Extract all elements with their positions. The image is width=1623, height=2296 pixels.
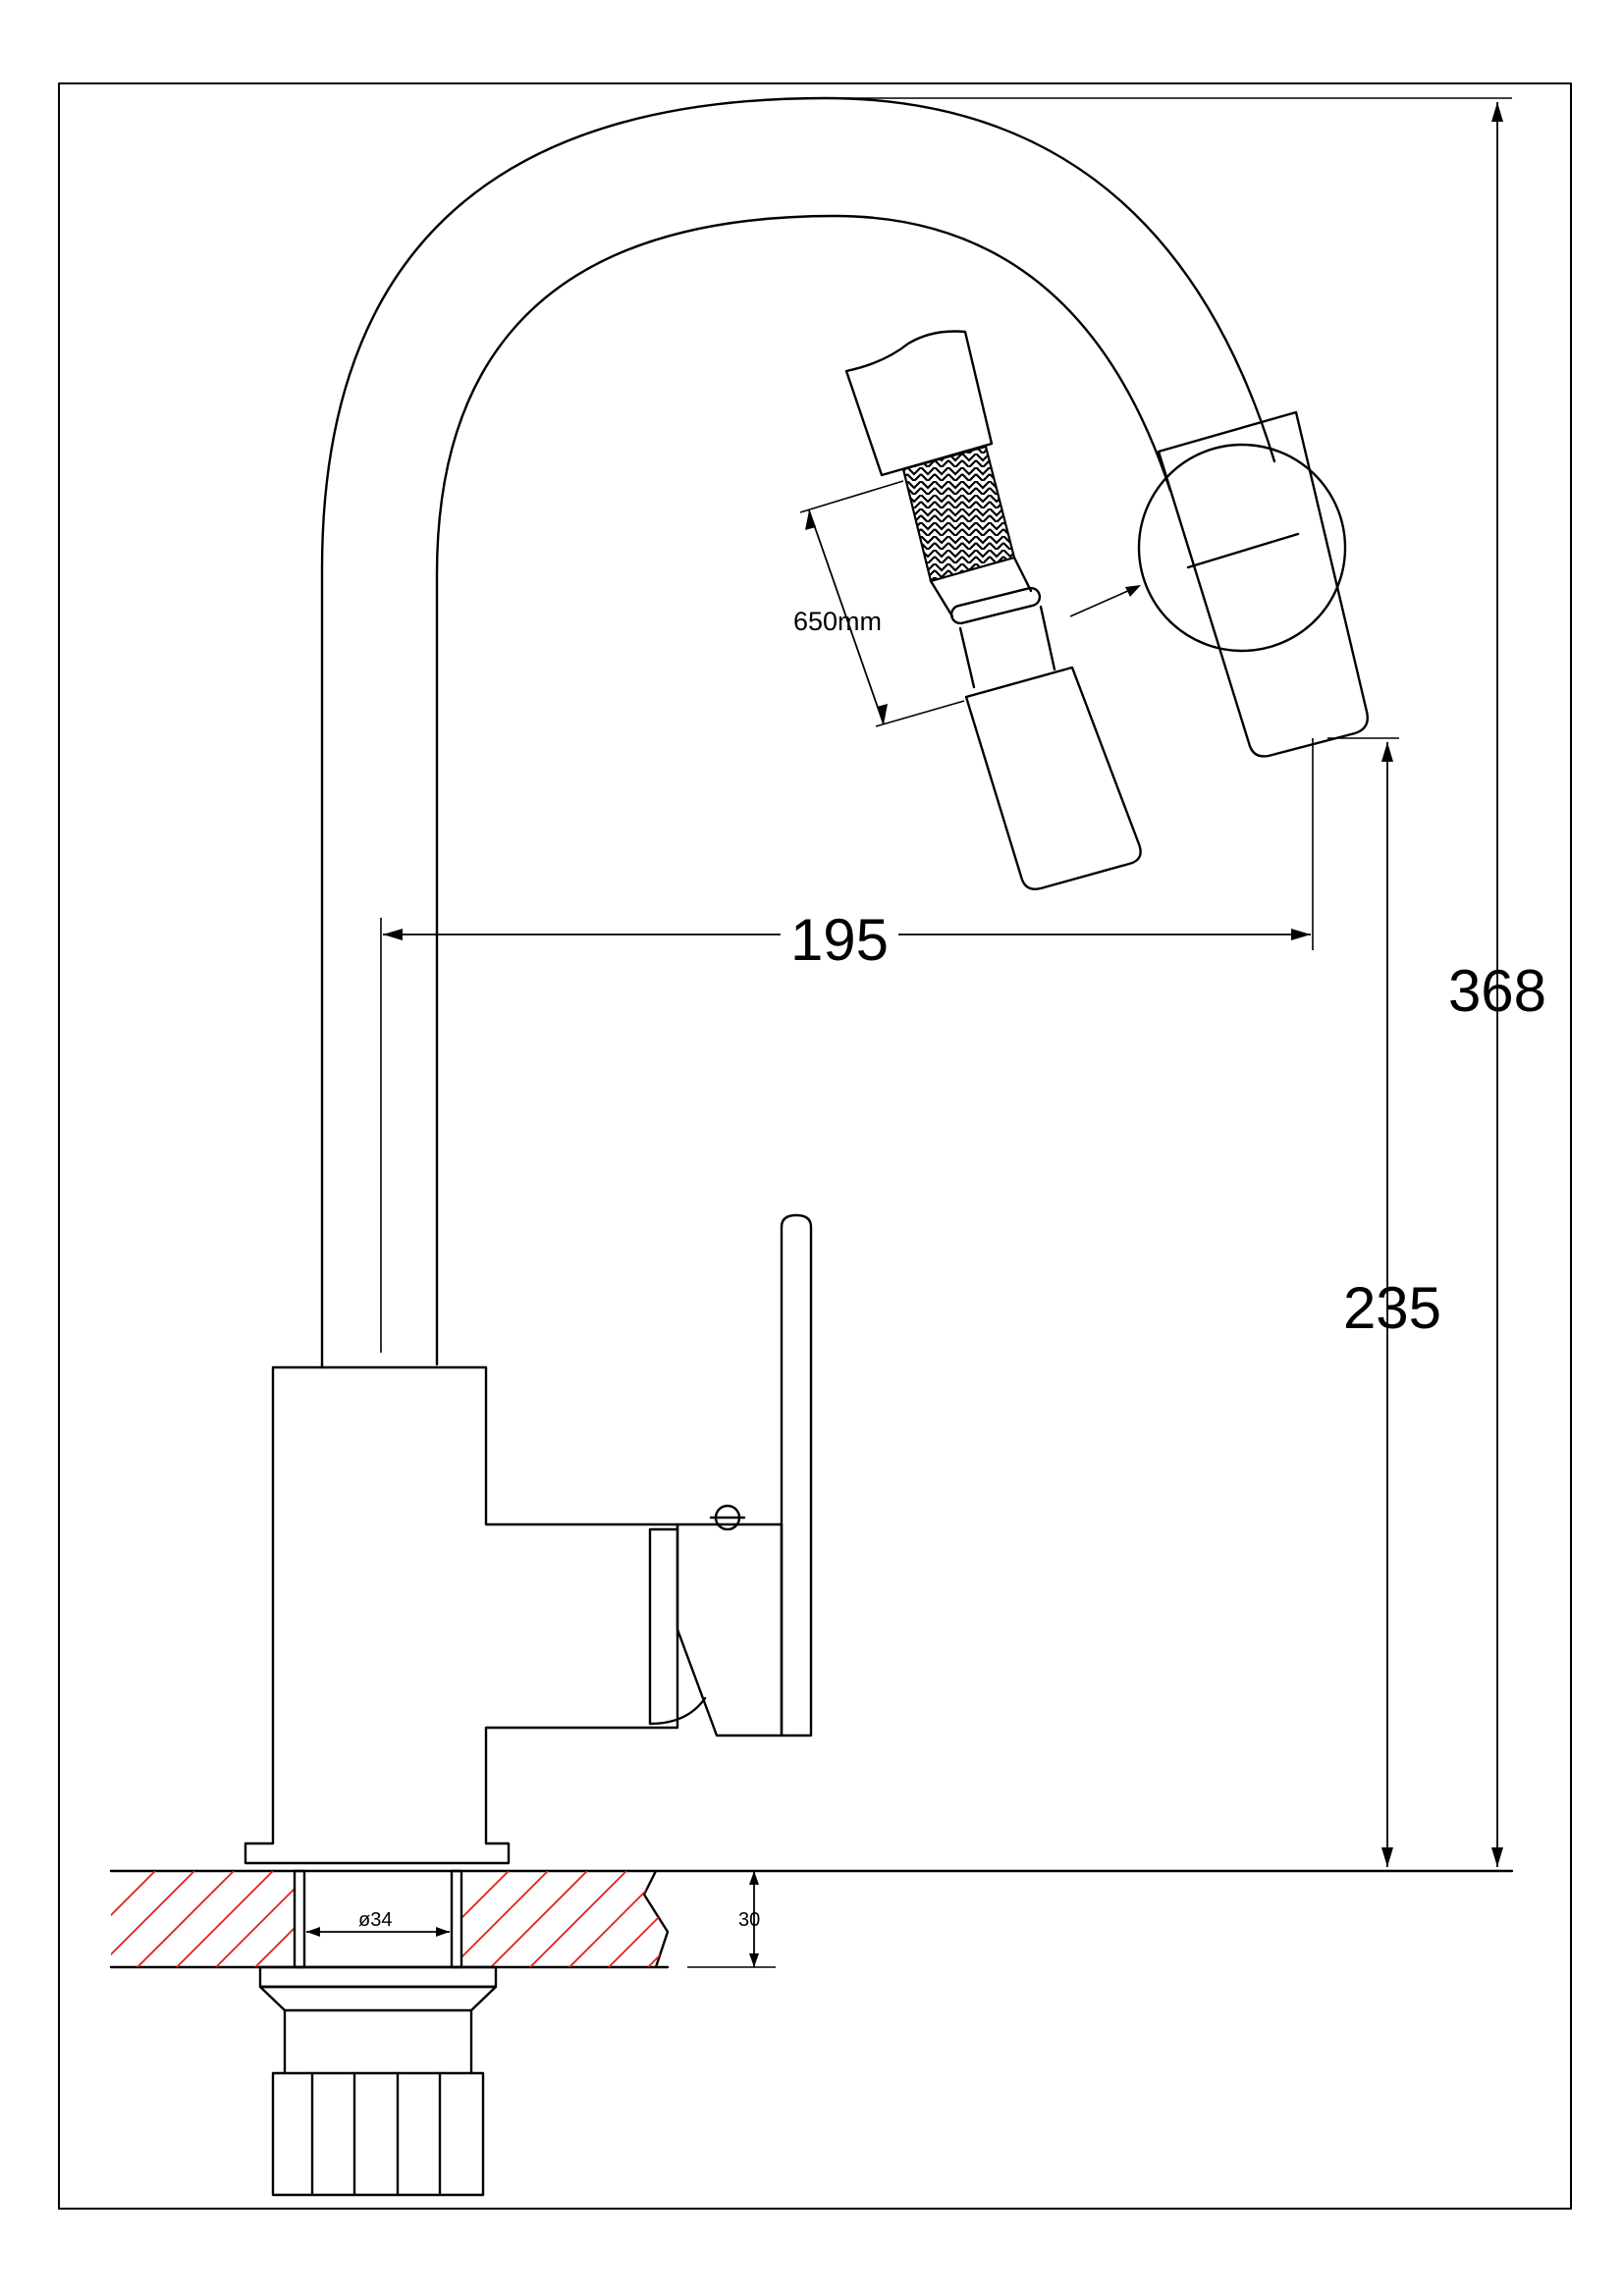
handle-lever <box>780 1213 813 1737</box>
faucet-body <box>243 1362 679 1865</box>
detail-callout-circle <box>1137 443 1347 653</box>
spout-outer-outline <box>320 96 1276 1366</box>
spout-reach-dimension <box>380 738 1314 1353</box>
deck-thickness-dimension <box>687 1871 776 1968</box>
hose-length-dimension <box>799 480 965 727</box>
spray-head-body <box>1157 410 1369 758</box>
mounting-nut <box>258 1965 498 2197</box>
hose-ring <box>949 586 1042 625</box>
spray-head <box>1137 410 1369 758</box>
hole-diameter-label: ø34 <box>358 1909 392 1931</box>
spout <box>320 96 1276 1366</box>
deck-thickness-label: 30 <box>738 1909 760 1931</box>
hole-diameter-dimension <box>306 1927 450 1937</box>
deck-section <box>109 1869 1514 1969</box>
mounting-hole-right-wall <box>450 1869 463 1969</box>
mounting-hole-left-wall <box>293 1869 306 1969</box>
total-height-dimension <box>844 97 1512 1867</box>
hose-connector-top <box>844 330 994 477</box>
spout-inner-outline <box>435 214 1172 1366</box>
spray-head-detail-body <box>964 666 1142 890</box>
drawing-frame <box>58 82 1572 2210</box>
total-height-label: 368 <box>1448 958 1546 1024</box>
braided-hose-section <box>901 445 1016 583</box>
spout-height-label: 235 <box>1343 1275 1441 1341</box>
knurled-lock-nut <box>271 2071 485 2197</box>
hose-length-label: 650mm <box>793 607 882 636</box>
handle-base <box>676 1522 784 1737</box>
spout-reach-label: 195 <box>790 907 889 973</box>
spout-height-dimension <box>1327 737 1399 1867</box>
deck-hatch-left <box>111 1871 295 1967</box>
spray-head-divider <box>1186 532 1300 569</box>
faucet-body-outline <box>243 1365 679 1865</box>
deck-hatch-right <box>461 1871 668 1967</box>
cartridge-nut <box>648 1527 707 1726</box>
hose-detail <box>844 330 1142 890</box>
lever-handle <box>648 1213 813 1737</box>
